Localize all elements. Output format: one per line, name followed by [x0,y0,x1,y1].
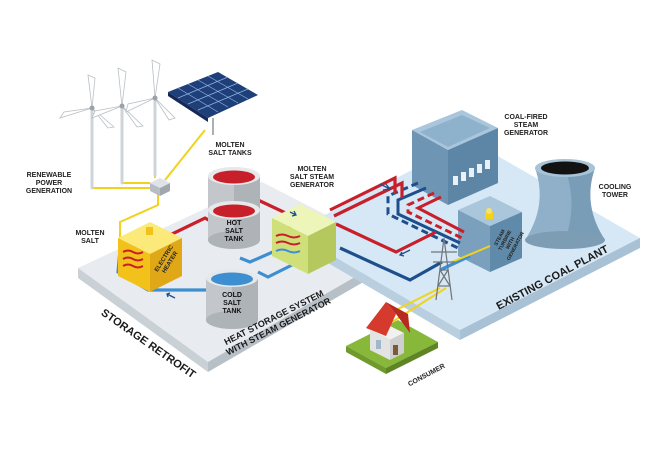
label-line: SALT [81,238,99,245]
label-line: SALT STEAM [289,174,335,181]
label-line: GENERATION [25,188,73,195]
label-line: GENERATOR [289,182,335,189]
label-line: MOLTEN [297,166,327,173]
label-line: RENEWABLE [26,172,72,179]
label-line: SALT TANKS [208,150,252,157]
cold-salt-tank [206,269,258,329]
cooling-tower [525,159,605,249]
molten-salt-steam-generator-label: MOLTEN SALT STEAM GENERATOR [282,166,342,190]
label-line: MOLTEN [75,230,105,237]
coal-fired-steam-generator [412,110,498,205]
label-line: STEAM [513,122,539,129]
junction-box [150,178,170,196]
label-line: TANK [222,308,242,315]
house-icon [366,302,410,360]
label-line: HOT [226,220,242,227]
electric-heater [118,222,182,292]
cooling-tower-label: COOLING TOWER [590,184,640,200]
power-lines [91,98,491,323]
renewable-power-generation-label: RENEWABLE POWER GENERATION [14,172,84,196]
label-line: SALT [225,228,243,235]
hot-salt-tank [208,167,260,249]
label-line: TANK [224,236,244,243]
label-line: COOLING [598,184,632,191]
flow-arrows [166,182,411,299]
wind-turbine-icon [59,59,176,190]
label-line: TOWER [602,192,628,199]
label-line: COAL-FIRED [504,114,548,121]
molten-salt-tanks-label: MOLTEN SALT TANKS [200,142,260,158]
cold-salt-tank-label: COLD SALT TANK [212,292,252,316]
coal-fired-steam-generator-label: COAL-FIRED STEAM GENERATOR [496,114,556,138]
label-line: COLD [222,292,242,299]
label-line: SALT [223,300,241,307]
hot-salt-tank-label: HOT SALT TANK [214,220,254,244]
label-line: GENERATOR [503,130,549,137]
molten-salt-label: MOLTEN SALT [70,230,110,246]
transmission-tower-icon [431,237,457,301]
solar-panel-icon [168,72,258,135]
label-line: POWER [35,180,63,187]
molten-salt-steam-generator [272,204,336,274]
label-line: MOLTEN [215,142,245,149]
